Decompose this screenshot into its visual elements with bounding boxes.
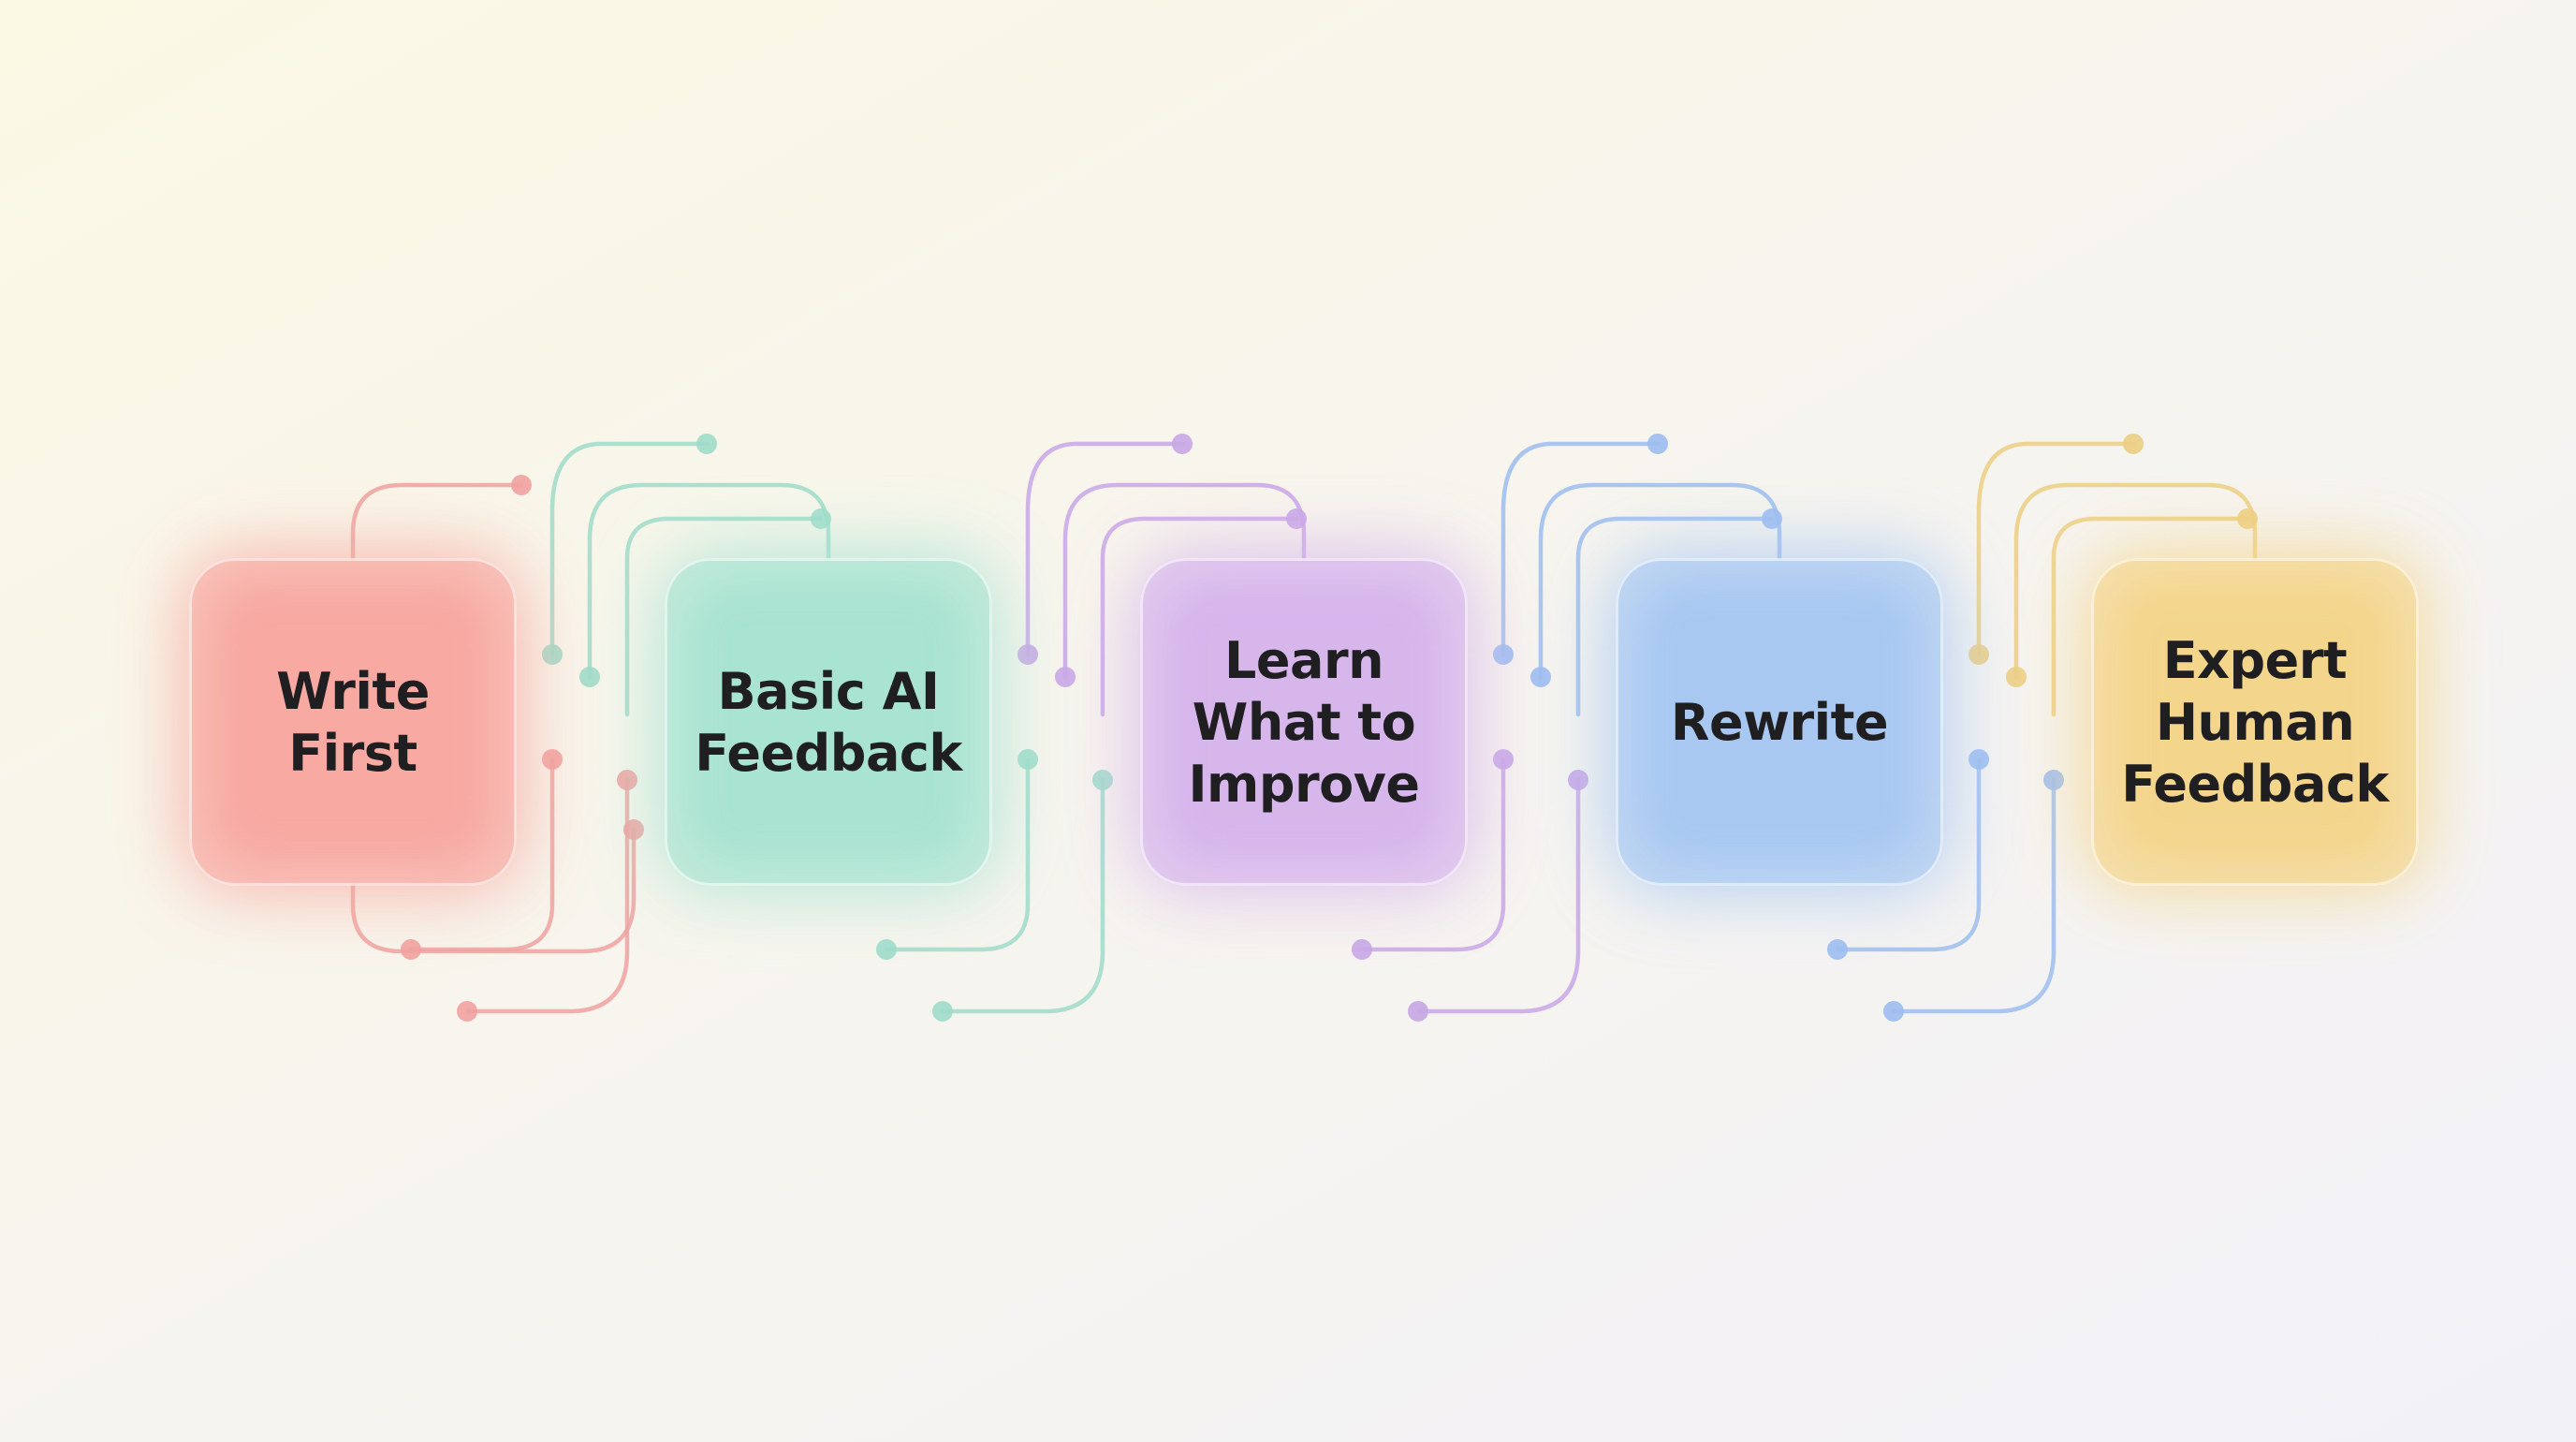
connector-node [811,508,831,529]
step-core [1653,596,1906,848]
connector-node [2237,508,2258,529]
connector-node [617,770,637,790]
step-label-line: Learn [1224,631,1383,690]
connector-node [542,644,563,665]
step-box-4: Rewrite [1610,552,1949,891]
connector-top-a-1 [542,434,717,665]
step-core [1178,596,1430,848]
connector-bottom-b-4 [1883,770,2064,1022]
connector-top-c-2 [1100,508,1307,717]
connector-node [1493,749,1514,770]
connector-node [1092,770,1113,790]
connector-node [511,475,532,495]
connector-top-a-3 [1493,434,1668,665]
connector-top-a-4 [1969,434,2144,665]
connector-node [1055,667,1076,687]
step-label-line: Human [2156,693,2354,752]
connector-line [884,757,1031,952]
step-label-line: Feedback [2121,755,2390,814]
connector-bottom-a-3 [1352,749,1514,960]
connector-bottom-b-2 [932,770,1113,1022]
connector-node [1408,1001,1428,1022]
step-label-line: Basic AI [718,662,940,721]
connector-node [1568,770,1588,790]
step-core [702,596,955,848]
connector-bottom-a-1 [401,749,563,960]
step-card-border [665,558,992,886]
connector-line [1359,757,1506,952]
step-card-border [189,558,517,886]
connector-line [350,482,524,561]
connector-line [624,516,824,717]
circuit-connectors [350,434,2258,1022]
connector-line [350,827,637,954]
connector-bottom-b-3 [1408,770,1588,1022]
connector-node [579,667,600,687]
step-card-border [1140,558,1468,886]
connector-line [940,777,1105,1014]
connector-node [1969,749,1989,770]
connector-node [1493,644,1514,665]
connector-line [1500,441,1661,657]
connector-line [2051,516,2250,717]
connector-line [1100,516,1299,717]
connector-node [2006,667,2027,687]
connector-node [457,1001,477,1022]
connector-line [1976,441,2136,657]
connector-line [1891,777,2056,1014]
connector-line [1575,516,1775,717]
connector-node [932,1001,953,1022]
connector-line [1835,757,1982,952]
step-label-line: Feedback [695,724,963,783]
connector-top-0 [350,475,532,561]
connector-node [1883,1001,1904,1022]
connector-node [2043,770,2064,790]
connector-line [464,777,630,1014]
connector-node [876,939,897,960]
connector-node [1969,644,1989,665]
connector-node [1017,749,1038,770]
connector-node [2123,434,2144,454]
step-label-line: Expert [2163,631,2347,690]
connector-line [1025,441,1185,657]
connector-node [401,939,421,960]
connector-node [1017,644,1038,665]
connector-node [696,434,717,454]
connector-node [1172,434,1193,454]
connector-node [1762,508,1782,529]
connector-bottom-a-2 [876,749,1038,960]
connector-line [1415,777,1581,1014]
step-label-line: Rewrite [1671,693,1888,752]
connector-node [1286,508,1307,529]
connector-bottom-b-1 [457,770,637,1022]
connector-line [408,757,555,952]
step-core [227,596,479,848]
step-card-border [2091,558,2419,886]
step-label-line: Write [276,662,430,721]
connector-top-c-1 [624,508,831,717]
step-label-line: First [288,724,417,783]
connector-top-c-3 [1575,508,1782,717]
step-core [2129,596,2381,848]
connector-node [1530,667,1551,687]
step-card-border [1616,558,1943,886]
connector-node [1352,939,1372,960]
connector-line [549,441,710,657]
connector-node [1827,939,1848,960]
connector-node [1647,434,1668,454]
connector-top-c-4 [2051,508,2258,717]
connector-bottom-a-4 [1827,749,1989,960]
step-label-line: What to [1193,693,1415,752]
step-label-line: Improve [1188,755,1419,814]
connector-top-a-2 [1017,434,1193,665]
connector-node [542,749,563,770]
